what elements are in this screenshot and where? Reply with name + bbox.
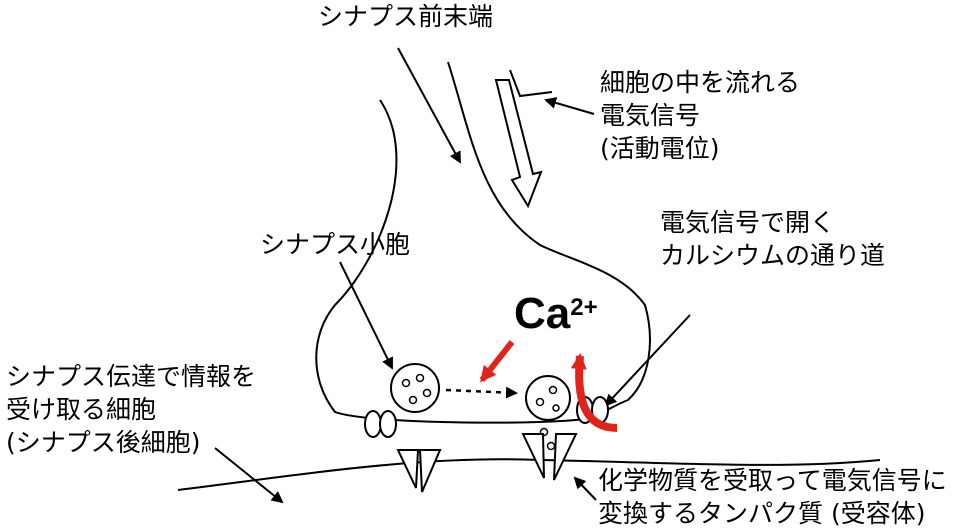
vesicle-pointer — [340, 262, 392, 368]
receptor-label-line1: 化学物質を受取って電気信号に — [598, 464, 947, 497]
postcell-label-line3: (シナプス後細胞) — [6, 426, 256, 459]
postcell-label-line1: シナプス伝達で情報を — [6, 360, 256, 393]
calcium-charge: 2+ — [570, 294, 597, 321]
receptor-left — [398, 450, 440, 492]
ca-inflow-arrow — [482, 342, 512, 380]
postcell-label: シナプス伝達で情報を 受け取る細胞 (シナプス後細胞) — [6, 360, 256, 459]
presynaptic-label: シナプス前末端 — [318, 0, 493, 33]
postcell-label-line2: 受け取る細胞 — [6, 393, 256, 426]
action-potential-arrow — [496, 80, 541, 206]
signal-label-line2: 電気信号 — [600, 99, 800, 132]
spike-icon — [510, 70, 552, 96]
signal-pointer — [546, 100, 594, 114]
calcium-ion-label: Ca2+ — [514, 290, 598, 338]
signal-label: 細胞の中を流れる 電気信号 (活動電位) — [600, 66, 800, 165]
fusing-vesicle — [526, 376, 570, 420]
receptor-label: 化学物質を受取って電気信号に 変換するタンパク質 (受容体) — [598, 464, 947, 530]
signal-label-line1: 細胞の中を流れる — [600, 66, 800, 99]
receptor-pointer — [575, 478, 596, 500]
receptor-label-line2: 変換するタンパク質 (受容体) — [598, 497, 947, 530]
presynaptic-pointer — [398, 48, 460, 162]
receptor-right — [523, 434, 576, 480]
signal-label-line3: (活動電位) — [600, 132, 800, 165]
channel-label: 電気信号で開く カルシウムの通り道 — [660, 206, 885, 272]
membrane-proteins-left — [365, 411, 396, 437]
vesicle-movement-arrow — [446, 390, 516, 393]
calcium-symbol: Ca — [514, 289, 570, 338]
synaptic-vesicle — [391, 364, 439, 412]
channel-pointer — [606, 315, 690, 405]
channel-label-line1: 電気信号で開く — [660, 206, 885, 239]
vesicle-label: シナプス小胞 — [260, 228, 410, 261]
channel-label-line2: カルシウムの通り道 — [660, 239, 885, 272]
